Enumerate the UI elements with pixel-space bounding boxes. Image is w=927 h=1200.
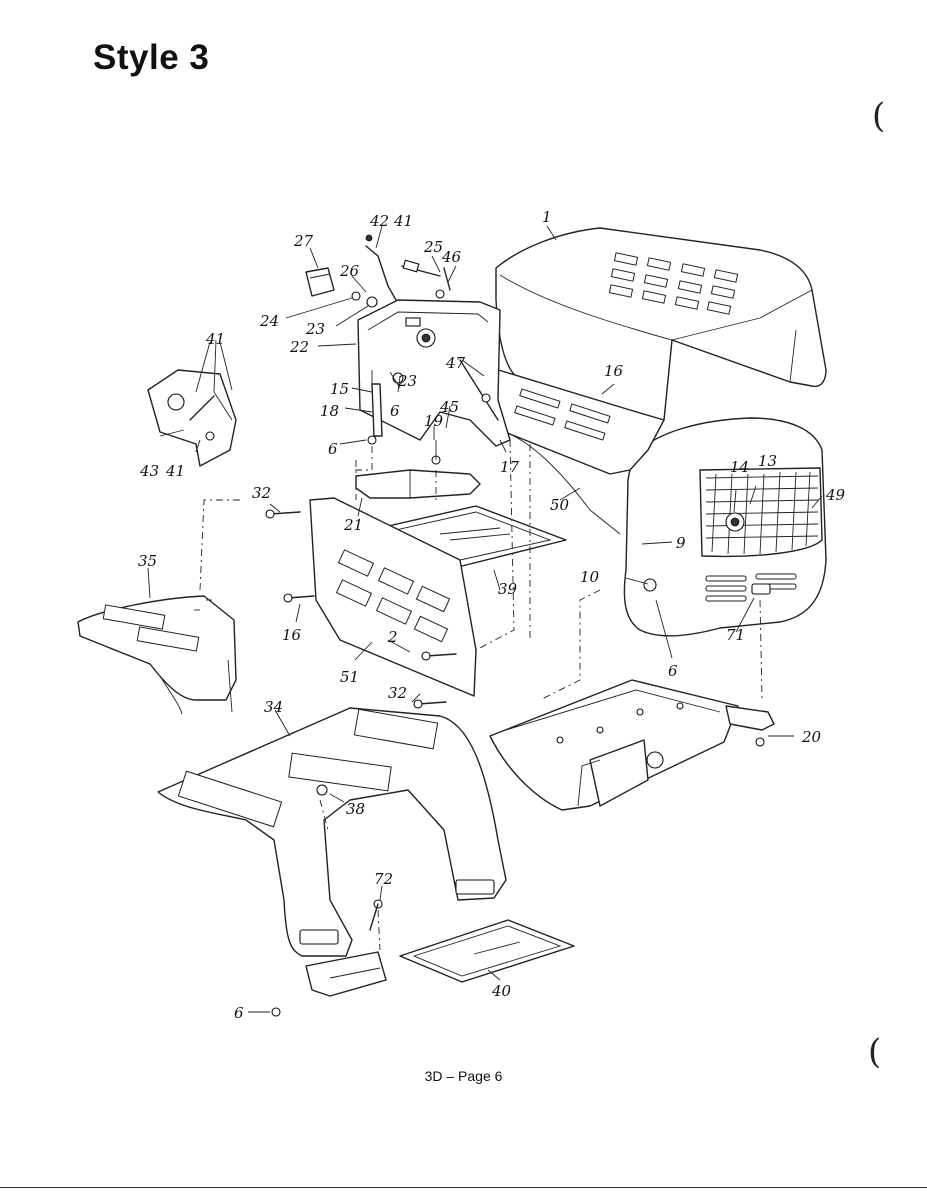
callout-24: 24 (259, 312, 279, 330)
callout-46: 46 (441, 248, 462, 266)
callout-6-dash: 6 (328, 440, 338, 458)
callout-16-panel: 16 (282, 626, 302, 644)
assembly-lines (199, 439, 763, 951)
rear-fender-part (157, 707, 507, 957)
callout-40: 40 (491, 982, 512, 1000)
callout-51: 51 (340, 668, 359, 686)
support-bracket-part (355, 440, 481, 499)
callout-25: 25 (423, 238, 443, 256)
callout-34: 34 (264, 698, 283, 716)
dash-panel-part (357, 299, 511, 447)
callout-72: 72 (374, 870, 393, 888)
callout-22: 22 (289, 338, 309, 356)
callout-labels: 1 2 6 6 6 6 9 10 13 14 15 16 16 17 18 19… (138, 208, 846, 1022)
hood-part (495, 227, 827, 429)
callout-42: 42 (369, 212, 389, 230)
callout-41-top: 41 (393, 212, 413, 230)
frame-part (489, 679, 775, 811)
callout-47: 47 (445, 354, 466, 372)
bolts (265, 509, 457, 709)
callout-32-top: 32 (252, 484, 271, 502)
callout-32-bottom: 32 (388, 684, 407, 702)
callout-23-right: 23 (397, 372, 417, 390)
mount-bracket (367, 370, 383, 445)
callout-20: 20 (801, 728, 822, 746)
callout-35: 35 (138, 552, 157, 570)
callout-14: 14 (730, 458, 749, 476)
callout-21: 21 (343, 516, 363, 534)
callout-13: 13 (758, 452, 777, 470)
floor-mat-part (399, 919, 575, 983)
callout-1: 1 (542, 208, 552, 226)
page-number: 3D – Page 6 (424, 1068, 503, 1084)
callout-71: 71 (726, 626, 745, 644)
fender-fragment-part (77, 595, 237, 715)
callout-43: 43 (139, 462, 159, 480)
callout-38: 38 (346, 800, 365, 818)
callout-2: 2 (387, 628, 398, 646)
front-panel-part (309, 497, 477, 697)
page-title: Style 3 (93, 38, 210, 77)
grille-mesh (705, 471, 819, 555)
bottom-rule (0, 1187, 927, 1188)
grille-housing-part (623, 417, 827, 637)
callout-15: 15 (330, 380, 349, 398)
latch-bracket-part (271, 899, 387, 1017)
callout-39: 39 (498, 580, 518, 598)
callout-6-nose: 6 (668, 662, 678, 680)
floor-plate-part (361, 505, 567, 567)
nut-45 (481, 393, 491, 403)
callout-18: 18 (320, 402, 339, 420)
side-bracket-part (147, 369, 237, 467)
callout-6-console: 6 (390, 402, 400, 420)
callout-9: 9 (676, 534, 686, 552)
callout-27: 27 (293, 232, 314, 250)
rod-part (459, 359, 499, 421)
callout-16-hood: 16 (604, 362, 624, 380)
callout-49: 49 (825, 486, 846, 504)
leader-lines (147, 225, 823, 1013)
callout-45: 45 (439, 398, 459, 416)
callout-41-left: 41 (205, 330, 225, 348)
callout-26: 26 (339, 262, 360, 280)
callout-19: 19 (424, 412, 444, 430)
callout-23-left: 23 (305, 320, 325, 338)
callout-41-bottom: 41 (165, 462, 185, 480)
margin-mark-top: ( (872, 96, 886, 136)
callout-6-bottom: 6 (234, 1004, 244, 1022)
margin-mark-bottom: ( (868, 1032, 882, 1072)
callout-17: 17 (500, 458, 520, 476)
console-hardware (305, 234, 451, 308)
callout-10: 10 (580, 568, 600, 586)
side-panel-part (491, 367, 665, 535)
callout-50: 50 (550, 496, 570, 514)
